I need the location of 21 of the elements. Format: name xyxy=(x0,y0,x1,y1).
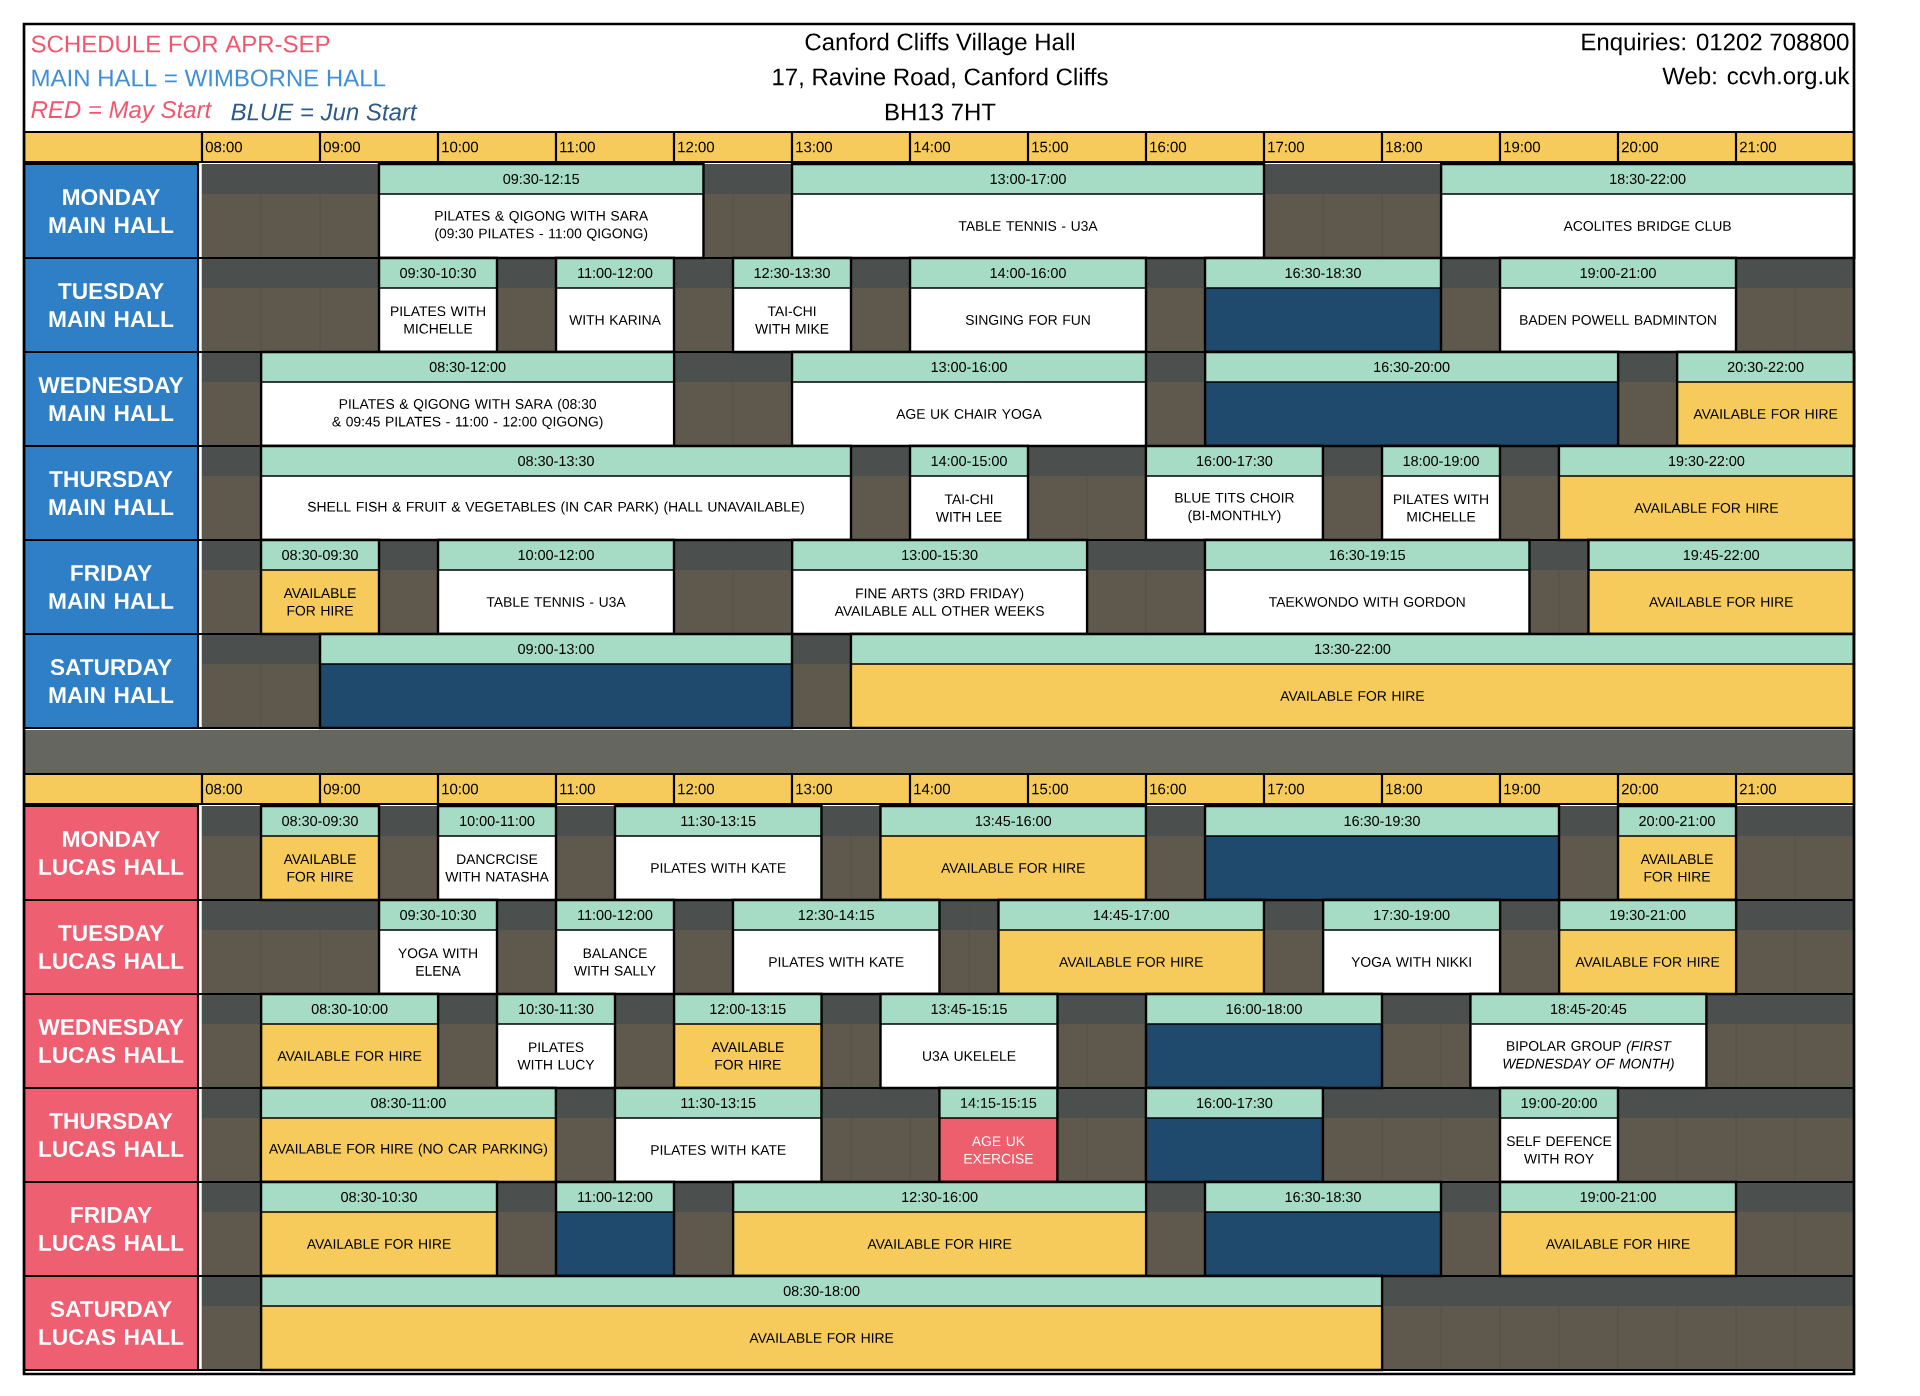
header-text: Enquiries: 01202 708800 xyxy=(1582,32,1849,56)
title: Canford Cliffs Village Hall xyxy=(805,32,1074,56)
day-cell: FRIDAY MAIN HALL xyxy=(22,538,200,636)
day-cell: SATURDAY LUCAS HALL xyxy=(22,1274,200,1372)
day-cell: MONDAY MAIN HALL xyxy=(22,162,200,260)
day-cell: THURSDAY LUCAS HALL xyxy=(22,1086,200,1184)
header-text: BH13 7HT xyxy=(885,103,996,121)
day-cell: THURSDAY MAIN HALL xyxy=(22,444,200,542)
header-text: SCHEDULE FOR APR-SEP xyxy=(31,35,330,53)
header-text: RED = May Start xyxy=(31,101,213,123)
day-cell: TUESDAY LUCAS HALL xyxy=(22,898,200,996)
day-cell: WEDNESDAY LUCAS HALL xyxy=(22,992,200,1090)
day-cell: FRIDAY LUCAS HALL xyxy=(22,1180,200,1278)
header-text: Web: ccvh.org.uk xyxy=(1662,66,1850,90)
day-cell: SATURDAY MAIN HALL xyxy=(22,632,200,730)
day-cell: TUESDAY MAIN HALL xyxy=(22,256,200,354)
day-cell: MONDAY LUCAS HALL xyxy=(22,804,200,902)
header-text: BLUE = Jun Start xyxy=(231,103,418,121)
day-cell: WEDNESDAY MAIN HALL xyxy=(22,350,200,448)
header-text: MAIN HALL = WIMBORNE HALL xyxy=(32,69,386,87)
header-text: 17, Ravine Road, Canford Cliffs xyxy=(773,67,1108,89)
